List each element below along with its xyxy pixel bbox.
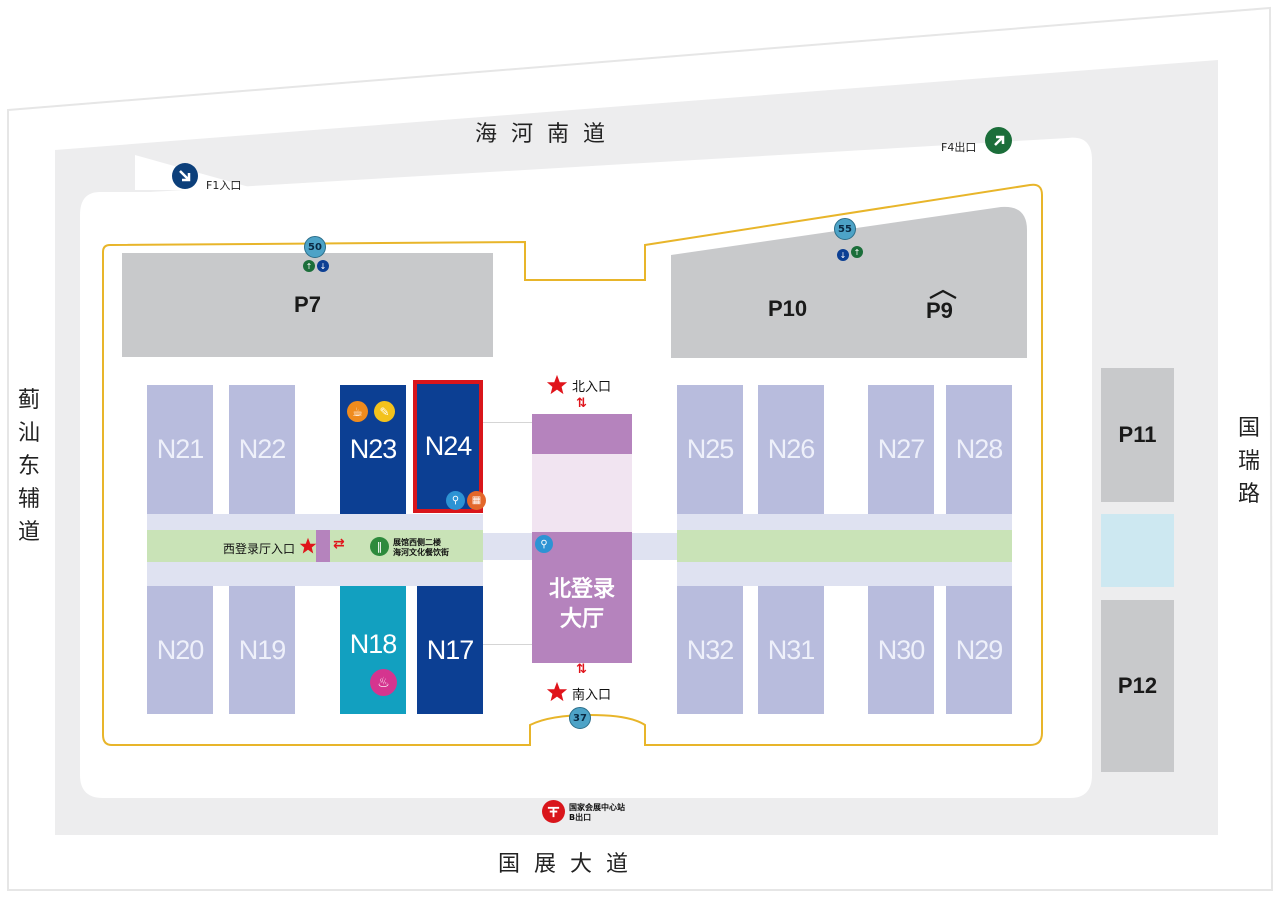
- exit-arrow-icon: [985, 127, 1012, 154]
- hall-n24[interactable]: N24: [413, 380, 483, 513]
- star-icon: [546, 374, 568, 395]
- star-icon: [546, 681, 568, 702]
- connector-line-top: [483, 422, 532, 423]
- lobby-middle: [532, 454, 632, 532]
- hall-n29[interactable]: N29: [946, 586, 1012, 714]
- metro-label-line2: B出口: [569, 813, 592, 822]
- road-west: 蓟汕东辅道: [17, 388, 40, 545]
- down-arrow-icon: ↓: [837, 249, 849, 261]
- corridor-east: [677, 530, 1012, 562]
- bidirectional-arrow-icon: ⇄: [333, 536, 345, 552]
- hall-n18[interactable]: N18: [340, 586, 406, 714]
- hall-n27[interactable]: N27: [868, 385, 934, 514]
- hall-n22[interactable]: N22: [229, 385, 295, 514]
- parking-p12: P12: [1101, 600, 1174, 772]
- up-arrow-icon: ↑: [851, 246, 863, 258]
- hall-n28[interactable]: N28: [946, 385, 1012, 514]
- corridor-mid-band: [483, 533, 533, 560]
- dining-label-line2: 海河文化餐饮街: [393, 548, 449, 557]
- north-entrance-label: 北入口: [572, 380, 612, 395]
- bidirectional-arrow-icon: ⇅: [576, 396, 587, 411]
- star-icon: [299, 537, 317, 554]
- west-entry-gate: [316, 530, 330, 562]
- corridor-west: [147, 530, 483, 562]
- connector-line-bottom: [483, 644, 532, 645]
- hall-n31[interactable]: N31: [758, 586, 824, 714]
- badge-50: 50: [304, 236, 326, 258]
- badge-37: 37: [569, 707, 591, 729]
- lobby-top: [532, 414, 632, 454]
- dining-icon: ‖: [370, 537, 389, 556]
- lobby-title-line1: 北登录: [548, 576, 615, 602]
- hall-n21[interactable]: N21: [147, 385, 213, 514]
- up-arrow-icon: ↑: [303, 260, 315, 272]
- snack-icon: ✎: [374, 401, 395, 422]
- dining-label-line1: 展馆西侧二楼: [393, 538, 441, 547]
- bidirectional-arrow-icon: ⇅: [576, 662, 587, 677]
- metro-icon: [542, 800, 565, 823]
- hall-n25[interactable]: N25: [677, 385, 743, 514]
- gate-f1-label: F1入口: [206, 179, 242, 192]
- lobby-main: 北登录 大厅: [532, 532, 632, 663]
- lobby-title-line2: 大厅: [559, 606, 604, 632]
- corridor-mid-band-right: [632, 533, 677, 560]
- gate-f4-label: F4出口: [941, 141, 977, 154]
- hall-n32[interactable]: N32: [677, 586, 743, 714]
- south-entrance-label: 南入口: [572, 688, 612, 703]
- lounge-icon: ♨: [370, 669, 397, 696]
- entrance-arrow-icon: [172, 163, 198, 189]
- parking-p10-shape: [671, 206, 1027, 358]
- parking-p9: P9: [926, 298, 953, 323]
- cafe-icon: ☕: [347, 401, 368, 422]
- metro-label-line1: 国家会展中心站: [569, 803, 625, 812]
- hall-n19[interactable]: N19: [229, 586, 295, 714]
- parking-p11: P11: [1101, 368, 1174, 502]
- road-north: 海河南道: [475, 122, 620, 147]
- roof-icon: [929, 289, 957, 299]
- restroom-icon: ⚲: [446, 491, 465, 510]
- parking-p10: P10: [768, 296, 808, 321]
- hall-n20[interactable]: N20: [147, 586, 213, 714]
- badge-55: 55: [834, 218, 856, 240]
- service-icon: ▦: [467, 491, 486, 510]
- road-east: 国瑞路: [1237, 416, 1260, 507]
- hall-n26[interactable]: N26: [758, 385, 824, 514]
- restroom-icon: ⚲: [535, 535, 553, 553]
- down-arrow-icon: ↓: [317, 260, 329, 272]
- road-south: 国展大道: [498, 852, 643, 877]
- hall-n17[interactable]: N17: [417, 586, 483, 714]
- west-entrance-label: 西登录厅入口: [223, 542, 296, 556]
- hall-n30[interactable]: N30: [868, 586, 934, 714]
